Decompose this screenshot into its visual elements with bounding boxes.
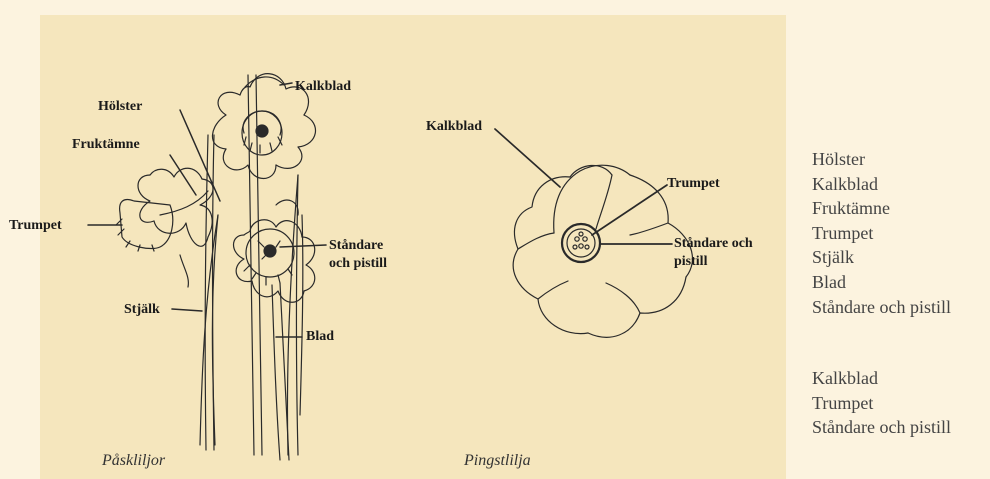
legend-list-paskliljor: Hölster Kalkblad Fruktämne Trumpet Stjäl… <box>812 147 951 319</box>
legend-item: Kalkblad <box>812 172 951 197</box>
legend-item: Blad <box>812 270 951 295</box>
label-kalkblad-2: Kalkblad <box>426 119 482 135</box>
legend-item: Trumpet <box>812 391 951 416</box>
label-trumpet-1: Trumpet <box>9 218 62 234</box>
legend-item: Ståndare och pistill <box>812 295 951 320</box>
legend-item: Trumpet <box>812 221 951 246</box>
illustration-panel: Kalkblad Hölster Fruktämne Trumpet Stånd… <box>40 15 786 479</box>
daffodil-bunch-drawing <box>88 74 326 460</box>
legend-item: Ståndare och pistill <box>812 415 951 440</box>
label-standare-1-line1: Ståndare <box>329 238 383 254</box>
legend-item: Fruktämne <box>812 196 951 221</box>
caption-pingstlilja: Pingstlilja <box>464 452 531 470</box>
label-standare-1-line2: och pistill <box>329 256 387 272</box>
narcissus-flower-drawing <box>495 129 692 337</box>
label-fruktamne: Fruktämne <box>72 137 140 153</box>
caption-paskliljor: Påskliljor <box>102 452 165 470</box>
legend-item: Hölster <box>812 147 951 172</box>
label-standare-2-line1: Ståndare och <box>674 236 753 252</box>
label-trumpet-2: Trumpet <box>667 176 720 192</box>
label-stjalk: Stjälk <box>124 302 160 318</box>
legend-item: Stjälk <box>812 245 951 270</box>
label-holster: Hölster <box>98 99 142 115</box>
legend-list-pingstlilja: Kalkblad Trumpet Ståndare och pistill <box>812 366 951 440</box>
legend-item: Kalkblad <box>812 366 951 391</box>
label-blad: Blad <box>306 329 334 345</box>
label-kalkblad-1: Kalkblad <box>295 79 351 95</box>
label-standare-2-line2: pistill <box>674 254 707 270</box>
